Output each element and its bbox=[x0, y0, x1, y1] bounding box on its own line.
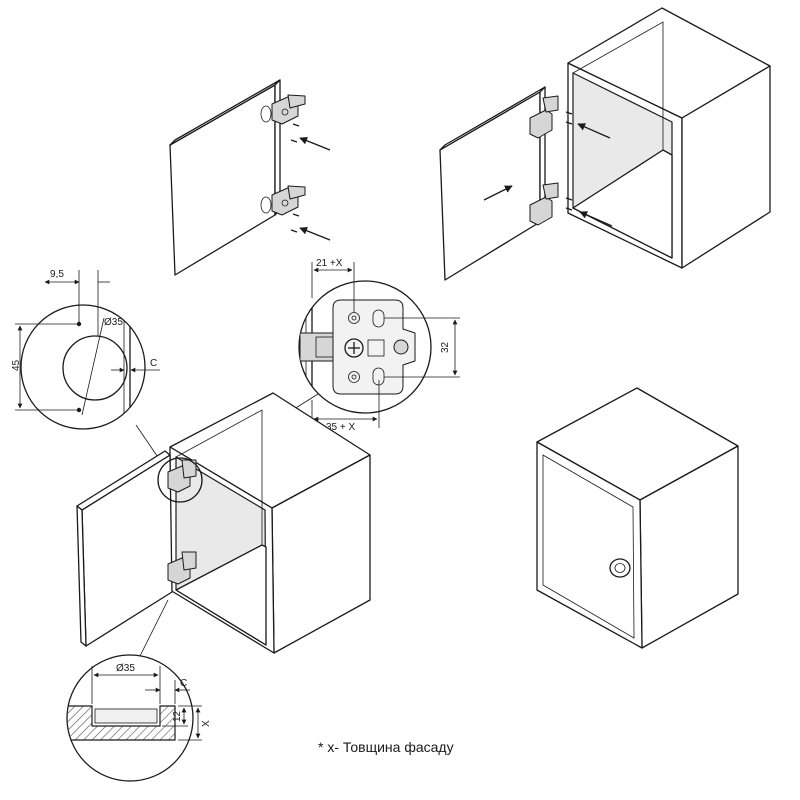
knob bbox=[609, 558, 631, 578]
dim-45: 45 bbox=[11, 359, 22, 371]
screws-step2 bbox=[565, 111, 573, 211]
hinges-step2 bbox=[529, 95, 559, 226]
arrow-screw-bottom bbox=[299, 226, 331, 241]
hinge-top bbox=[260, 94, 306, 125]
hatched-panel-section bbox=[67, 705, 176, 741]
dim-12: 12 bbox=[172, 710, 183, 722]
detail-cup-section: Ø35 C 12 X bbox=[66, 654, 212, 782]
dim-d35-section: Ø35 bbox=[116, 663, 135, 674]
arrow-door-close bbox=[483, 185, 513, 201]
dim-x: X bbox=[201, 720, 212, 727]
arrow-cabinet-bottom bbox=[579, 211, 613, 227]
dim-21-x: 21 +X bbox=[316, 258, 343, 269]
cabinet4-door bbox=[542, 454, 635, 639]
dim-d35-cup: Ø35 bbox=[104, 317, 123, 328]
hinges-step3 bbox=[167, 459, 197, 585]
dim-c-section: C bbox=[180, 678, 187, 689]
detail-cup-position: 9,5 45 Ø35 C bbox=[11, 269, 169, 473]
arrow-cabinet-top bbox=[577, 123, 611, 139]
dim-35-x: 35 + X bbox=[326, 422, 356, 433]
cup-hole-35 bbox=[62, 335, 128, 401]
step3-open-cabinet bbox=[76, 392, 371, 657]
hinge-bottom bbox=[260, 185, 306, 216]
dim-c-cup: C bbox=[150, 358, 157, 369]
step1-door-with-hinges bbox=[169, 79, 331, 276]
adjust-screw bbox=[344, 338, 364, 358]
step2-mount-to-cabinet bbox=[439, 7, 771, 281]
detail-hinge-plate: 21 +X 32 35 + X bbox=[199, 258, 460, 469]
cabinet-side bbox=[681, 65, 771, 269]
dim-32: 32 bbox=[440, 341, 451, 353]
dim-9-5: 9,5 bbox=[50, 269, 64, 280]
footnote: * x- Товщина фасаду bbox=[318, 739, 454, 755]
arrow-screw-top bbox=[299, 136, 331, 151]
step4-closed-cabinet bbox=[536, 387, 739, 649]
detail-marker-circle bbox=[157, 457, 203, 503]
screws bbox=[290, 123, 300, 233]
